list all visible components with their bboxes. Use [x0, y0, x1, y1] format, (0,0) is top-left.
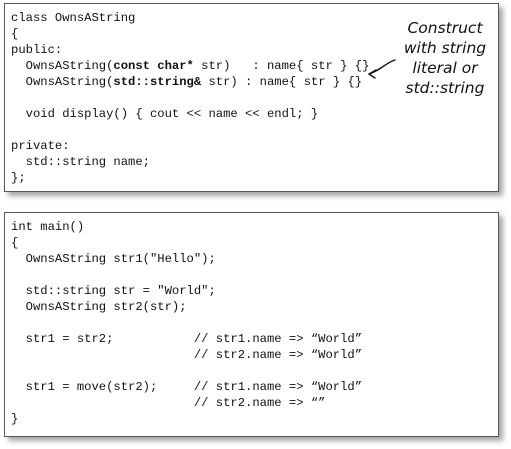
annotation-line: Construct: [407, 19, 483, 37]
annotation-line: with string: [403, 39, 487, 57]
code-line: };: [11, 171, 26, 185]
code-fragment: OwnsAString(: [11, 75, 114, 89]
code-line: [11, 122, 369, 138]
code-line: // str2.name => “”: [11, 396, 326, 410]
constructor-std-string-line: OwnsAString(std::string& str) : name{ st…: [11, 74, 369, 90]
code-line: private:: [11, 139, 70, 153]
param-type-keyword: const char*: [113, 59, 194, 73]
code-line: class OwnsAString: [11, 11, 136, 25]
annotation-line: literal or: [412, 59, 478, 77]
constructor-annotation: Construct with string literal or std::st…: [395, 18, 495, 98]
code-fragment: str) : name{ str } {}: [193, 59, 370, 73]
class-code-panel: class OwnsAString{public: OwnsAString(co…: [4, 3, 499, 192]
code-line: {: [11, 236, 19, 250]
code-line: }: [11, 412, 19, 426]
code-line: str1 = move(str2); // str1.name => “Worl…: [11, 380, 363, 394]
code-line: std::string name;: [11, 155, 150, 169]
code-line: [11, 363, 362, 379]
param-type-keyword: std::string&: [113, 75, 202, 89]
code-line: {: [11, 27, 19, 41]
code-line: int main(): [11, 220, 85, 234]
code-line: // str2.name => “World”: [11, 348, 363, 362]
annotation-line: std::string: [405, 79, 485, 97]
class-code-block: class OwnsAString{public: OwnsAString(co…: [11, 10, 369, 186]
annotation-arrow-icon: [368, 59, 396, 79]
code-line: void display() { cout << name << endl; }: [11, 107, 319, 121]
code-fragment: OwnsAString(: [11, 59, 114, 73]
code-line: [11, 315, 362, 331]
code-line: OwnsAString str1("Hello");: [11, 252, 216, 266]
code-line: OwnsAString str2(str);: [11, 300, 187, 314]
code-line: std::string str = "World";: [11, 284, 216, 298]
constructor-const-char-line: OwnsAString(const char* str) : name{ str…: [11, 58, 370, 74]
main-code-block: int main() { OwnsAString str1("Hello"); s…: [11, 219, 362, 427]
code-line: str1 = str2; // str1.name => “World”: [11, 332, 363, 346]
code-line: public:: [11, 43, 63, 57]
code-fragment: str) : name{ str } {}: [201, 75, 363, 89]
code-line: [11, 267, 362, 283]
main-code-panel: int main() { OwnsAString str1("Hello"); s…: [4, 212, 499, 437]
code-line: [11, 90, 369, 106]
